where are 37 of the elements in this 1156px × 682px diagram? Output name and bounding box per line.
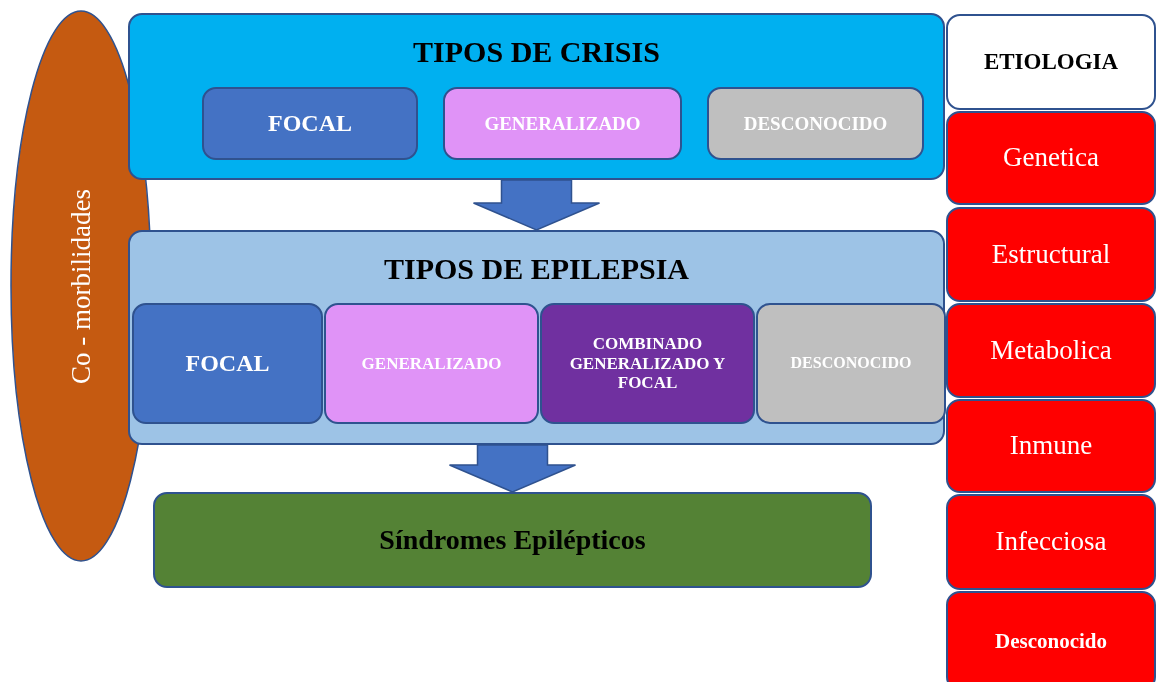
box-label: ETIOLOGIA — [982, 48, 1120, 76]
box-label: Estructural — [990, 238, 1112, 270]
cause-box — [946, 399, 1156, 493]
box-label: DESCONOCIDO — [742, 112, 889, 135]
cause-box — [946, 591, 1156, 682]
arrow — [448, 444, 577, 493]
box-label: GENERALIZADO — [483, 112, 642, 135]
category-box — [132, 303, 323, 424]
box-label: GENERALIZADO — [360, 353, 503, 374]
box-label: FOCAL — [267, 109, 353, 138]
box-label: DESCONOCIDO — [789, 354, 913, 373]
cause-box — [946, 494, 1156, 590]
category-box — [707, 87, 924, 160]
box-label: Desconocido — [994, 628, 1108, 654]
cause-box — [946, 207, 1156, 302]
box-label: Co - morbilidades — [65, 188, 97, 384]
category-box — [324, 303, 539, 424]
panel-title: TIPOS DE EPILEPSIA — [382, 252, 691, 287]
box-label: Inmune — [1008, 430, 1094, 462]
group-panel — [128, 13, 945, 180]
box-label: Infecciosa — [994, 526, 1108, 558]
category-box — [540, 303, 755, 424]
result-box — [153, 492, 872, 588]
arrow — [472, 179, 601, 231]
cause-box — [946, 111, 1156, 205]
header-box — [946, 14, 1156, 110]
box-label: FOCAL — [184, 349, 271, 378]
box-label: Metabolica — [989, 334, 1113, 366]
panel-title: TIPOS DE CRISIS — [412, 35, 661, 70]
cause-box — [946, 303, 1156, 398]
box-label: Genetica — [1002, 142, 1100, 174]
category-box — [443, 87, 682, 160]
category-box — [202, 87, 418, 160]
box-label: Síndromes Epilépticos — [378, 523, 647, 557]
category-box — [756, 303, 946, 424]
group-panel — [128, 230, 945, 445]
box-label: COMBINADO GENERALIZADO Y FOCAL — [568, 334, 727, 393]
